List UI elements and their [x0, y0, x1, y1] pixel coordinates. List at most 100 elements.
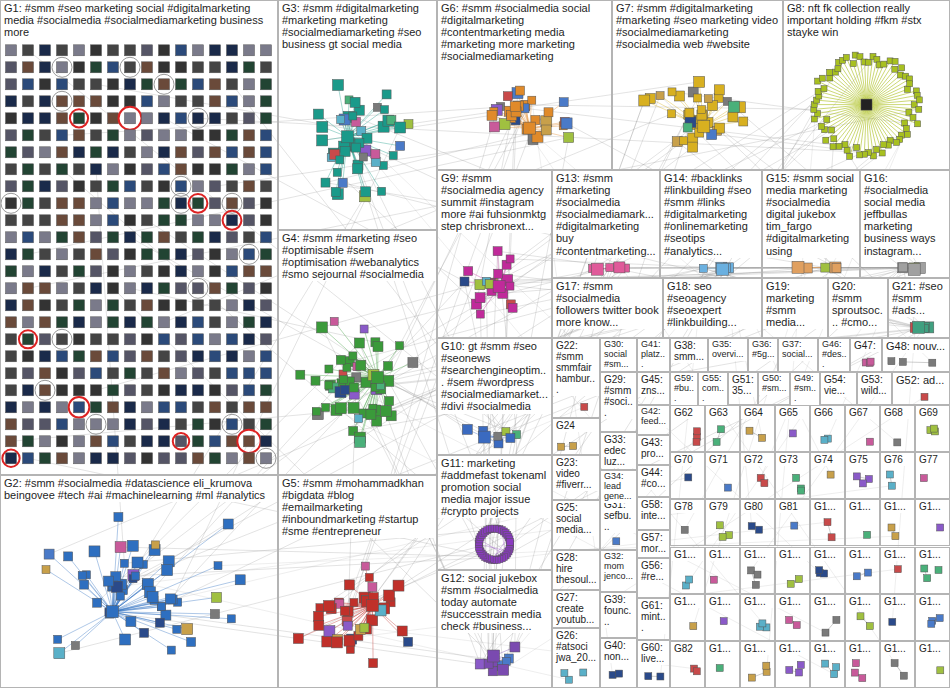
vertex-icon [824, 519, 831, 526]
vertex-icon [159, 453, 170, 464]
vertex-icon [227, 113, 238, 124]
vertex-icon [165, 594, 175, 604]
highlight-ring [120, 57, 140, 77]
group-box: G6: #smm #socialmedia social #digitalmar… [437, 0, 612, 170]
vertex-icon [261, 181, 272, 192]
vertex-icon [227, 385, 238, 396]
vertex-icon [728, 112, 738, 122]
vertex-icon [193, 300, 204, 311]
link-line [843, 60, 867, 104]
vertex-icon [120, 559, 128, 567]
vertex-icon [23, 453, 34, 464]
vertex-icon [40, 45, 51, 56]
vertex-icon [833, 664, 840, 671]
vertex-icon [827, 69, 833, 75]
vertex-icon [193, 198, 204, 209]
vertex-icon [57, 147, 68, 158]
group-box: G62 [670, 405, 705, 452]
vertex-icon [91, 283, 102, 294]
group-label: G1... [846, 548, 879, 561]
vertex-icon [866, 623, 873, 630]
vertex-icon [210, 317, 221, 328]
group-label: G1... [671, 548, 704, 561]
vertex-icon [227, 283, 238, 294]
vertex-icon [811, 116, 817, 122]
vertex-icon [57, 79, 68, 90]
vertex-icon [381, 406, 392, 417]
vertex-icon [142, 164, 153, 175]
vertex-icon [322, 636, 333, 647]
vertex-icon [261, 436, 272, 447]
vertex-icon [142, 283, 153, 294]
vertex-icon [108, 130, 119, 141]
group-box: G54: vie... [820, 372, 857, 405]
group-box: G56: #re... [637, 558, 670, 598]
group-label: G1... [881, 642, 914, 655]
link-line [334, 321, 377, 377]
vertex-icon [244, 198, 255, 209]
vertex-icon [23, 436, 34, 447]
vertex-icon [176, 232, 187, 243]
vertex-icon [822, 629, 829, 636]
vertex-icon [159, 130, 170, 141]
vertex-icon [748, 523, 755, 530]
vertex-icon [193, 283, 204, 294]
group-label: G75 [846, 453, 879, 466]
group-label: G9: #smm #socialmedia agency summit #ins… [438, 171, 551, 233]
group-box: G1... [880, 499, 915, 546]
vertex-icon [819, 75, 825, 81]
vertex-icon [356, 360, 366, 370]
vertices [1, 45, 944, 683]
vertex-icon [867, 358, 874, 365]
vertex-icon [892, 533, 899, 540]
vertex-icon [910, 115, 916, 121]
vertex-icon [720, 618, 727, 625]
vertex-icon [6, 266, 17, 277]
vertex-icon [159, 215, 170, 226]
vertex-icon [929, 359, 936, 366]
vertex-icon [6, 181, 17, 192]
vertex-icon [108, 402, 119, 413]
vertex-icon [125, 436, 136, 447]
vertex-icon [227, 317, 238, 328]
vertex-icon [108, 249, 119, 260]
group-label: G48: nouv... [883, 339, 949, 353]
vertex-icon [350, 599, 358, 607]
vertex-icon [726, 532, 733, 539]
vertex-icon [108, 147, 119, 158]
vertex-icon [6, 164, 17, 175]
vertex-icon [795, 576, 802, 583]
group-box: G10: gt #smm #seo #seonews #searchengine… [437, 338, 552, 455]
vertex-icon [193, 215, 204, 226]
vertex-icon [6, 249, 17, 260]
vertex-icon [493, 247, 502, 256]
link-line [814, 105, 866, 119]
vertex-icon [478, 431, 490, 443]
group-label: G1... [916, 548, 949, 561]
vertex-icon [349, 112, 357, 120]
vertex-icon [6, 453, 17, 464]
vertex-icon [330, 317, 338, 325]
vertex-icon [746, 427, 753, 434]
vertex-icon [23, 317, 34, 328]
vertex-icon [91, 300, 102, 311]
vertex-icon [125, 113, 136, 124]
vertex-icon [64, 552, 73, 561]
vertex-icon [528, 96, 536, 104]
vertex-icon [786, 667, 793, 674]
vertex-icon [312, 407, 320, 415]
vertex-icon [159, 436, 170, 447]
vertex-icon [694, 76, 705, 87]
vertex-icon [120, 634, 131, 645]
vertex-icon [40, 283, 51, 294]
group-label: G45: zns... [638, 373, 669, 397]
vertex-icon [125, 283, 136, 294]
link-line [96, 281, 486, 390]
group-box: G1: #smm #seo marketing social #digitalm… [0, 0, 278, 475]
group-box: G50: #sm... [758, 372, 790, 405]
vertex-icon [506, 255, 514, 263]
vertex-icon [227, 79, 238, 90]
group-box: G2: #smm #socialmedia #datascience eli_k… [0, 475, 278, 688]
group-label: G50: #sm... [759, 373, 789, 395]
vertex-icon [227, 130, 238, 141]
